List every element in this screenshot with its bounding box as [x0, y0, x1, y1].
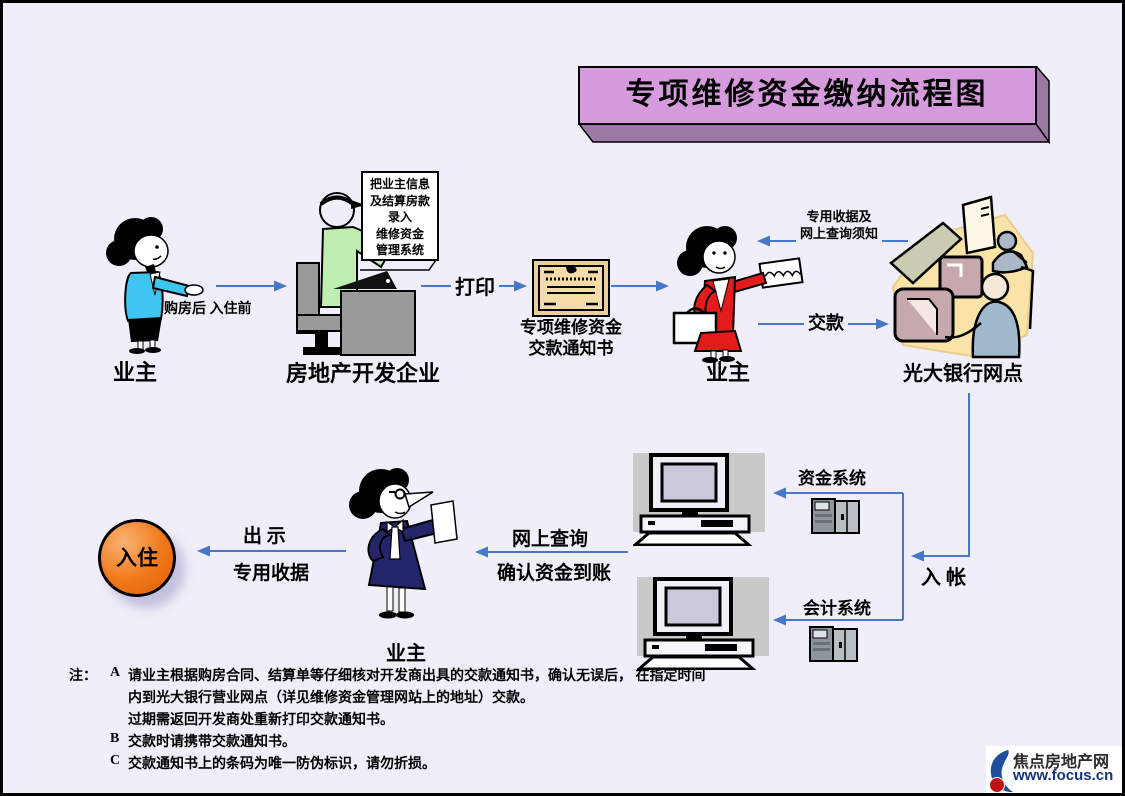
bank-clipart	[889, 195, 1035, 359]
fund-system-label: 资金系统	[798, 469, 866, 488]
owner2-clipart	[672, 226, 804, 363]
title-box	[578, 66, 1051, 145]
fund-system-server-icon	[811, 498, 860, 534]
site-logo: 焦点房地产网 www.focus.cn	[986, 746, 1122, 793]
focus-logo-icon	[989, 750, 1013, 793]
note-line: 管理系统	[375, 243, 424, 257]
note-a-key: A	[110, 665, 121, 680]
page-title: 专项维修资金缴纳流程图	[625, 78, 989, 111]
developer-note-callout: 把业主信息 及结算房款 录入 维修资金 管理系统	[361, 171, 439, 261]
owner3-clipart	[349, 468, 458, 619]
notice-label-line2: 交款通知书	[528, 339, 614, 358]
note-c-line1: 交款通知书上的条码为唯一防伪标识，请勿折损。	[128, 757, 436, 772]
note-a-line1: 请业主根据购房合同、结算单等仔细核对开发商出具的交款通知书，确认无误后， 在指定…	[128, 669, 706, 684]
receipt-notice-line2: 网上查询须知	[795, 225, 882, 242]
online-check-line2: 确认资金到账	[497, 563, 612, 584]
note-line: 录入	[387, 210, 412, 224]
owner1-clipart	[106, 217, 204, 354]
owner2-label: 业主	[706, 360, 751, 385]
accounting-system-server-icon	[809, 626, 858, 662]
print-edge-label: 打印	[451, 271, 499, 300]
receipt-notice-edge-label: 专用收据及 网上查询须知	[783, 208, 895, 242]
logo-site-name: 焦点房地产网	[1013, 754, 1110, 771]
desk	[340, 290, 416, 356]
posting-edge-label: 入 帐	[921, 567, 966, 589]
notice-label-line1: 专项维修资金	[520, 318, 622, 337]
fund-system-computer	[633, 453, 765, 546]
note-c-key: C	[110, 753, 121, 768]
bank-label: 光大银行网点	[903, 363, 1023, 385]
move-in-label: 入住	[116, 546, 158, 570]
note-b-line1: 交款时请携带交款通知书。	[128, 735, 296, 750]
show-receipt-line1: 出 示	[243, 526, 286, 547]
pay-edge-label: 交款	[804, 309, 848, 335]
receipt-notice-line1: 专用收据及	[806, 209, 872, 224]
note-b-key: B	[110, 731, 120, 746]
payment-notice-document	[532, 259, 610, 317]
move-in-node: 入住	[98, 519, 176, 597]
note-a-line3: 过期需返回开发商处重新打印交款通知书。	[128, 713, 394, 728]
purchase-edge-label: 购房后 入住前	[164, 302, 252, 317]
arrow-bank-posting	[911, 393, 970, 562]
show-receipt-line2: 专用收据	[233, 563, 310, 584]
accounting-system-computer	[637, 577, 769, 670]
logo-site-url: www.focus.cn	[1013, 767, 1114, 784]
note-line: 及结算房款	[369, 193, 430, 208]
accounting-system-label: 会计系统	[803, 599, 871, 618]
note-a-line2: 内到光大银行营业网点（详见维修资金管理网站上的地址）交款。	[128, 691, 534, 706]
notice-label: 专项维修资金 交款通知书	[516, 317, 626, 359]
owner3-label: 业主	[386, 643, 426, 665]
developer-label: 房地产开发企业	[286, 361, 441, 386]
note-line: 维修资金	[375, 226, 424, 241]
online-check-line1: 网上查询	[512, 529, 589, 550]
notes-prefix: 注：	[69, 669, 97, 684]
note-line: 把业主信息	[369, 177, 430, 191]
owner1-label: 业主	[113, 360, 158, 385]
